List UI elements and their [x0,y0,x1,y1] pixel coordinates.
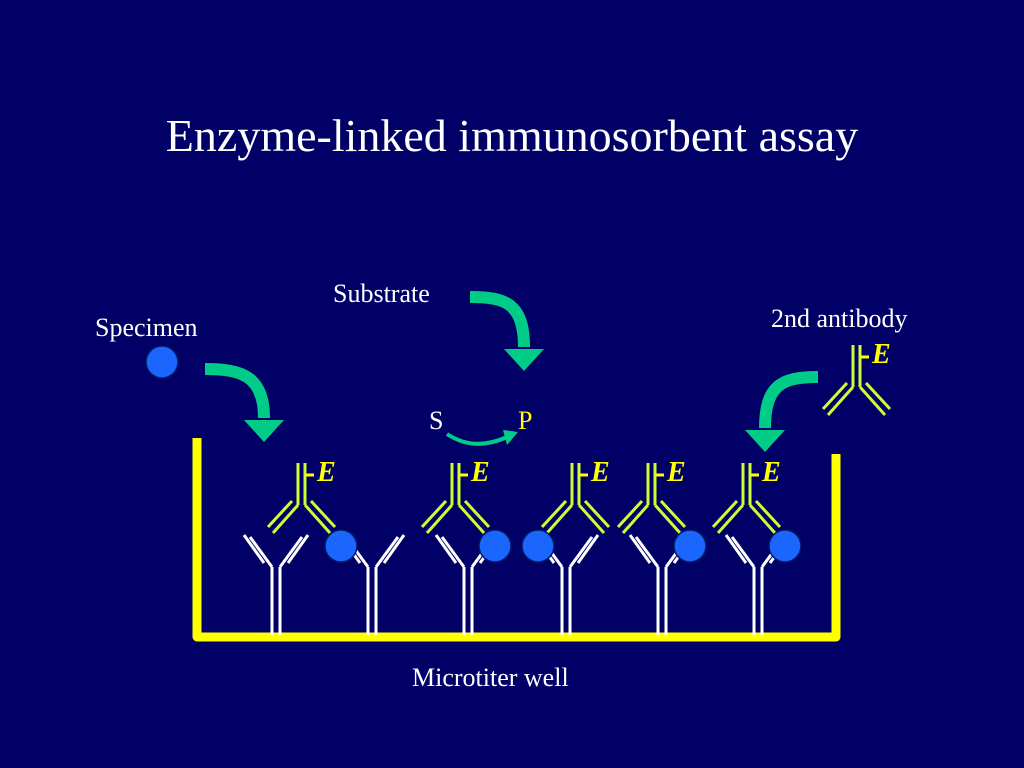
second-antibody-label: 2nd antibody [771,304,908,333]
bound-antigen [521,529,555,563]
specimen-label: Specimen [95,313,198,342]
enzyme-label: E [871,339,891,370]
bound-antigen [768,529,802,563]
arrows [204,291,819,452]
microtiter-well-outline [192,438,841,642]
antigens [145,345,802,563]
specimen-arrow-head [244,420,284,442]
second-antibody-arrow [759,371,819,429]
enzyme-label: E [470,457,490,488]
enzyme-label: E [666,457,686,488]
s-to-p-arrow [445,432,508,446]
enzyme-label: E [590,457,610,488]
substrate-label: Substrate [333,279,430,308]
specimen-arrow [204,363,270,419]
enzyme-label: E [316,457,336,488]
bound-antigen [478,529,512,563]
bound-antigen [324,529,358,563]
microtiter-well-label: Microtiter well [412,663,569,692]
substrate-arrow [469,291,530,348]
slide-title: Enzyme-linked immunosorbent assay [165,110,859,161]
substrate-arrow-head [504,349,544,371]
product-p-label: P [518,406,532,435]
enzyme-label: E [761,457,781,488]
substrate-s-label: S [429,406,443,435]
s-to-p-arrow-head [503,430,518,445]
capture-antibody [242,533,310,637]
specimen-antigen [145,345,179,379]
bound-antigen [673,529,707,563]
second-antibody-arrow-head [745,430,785,452]
